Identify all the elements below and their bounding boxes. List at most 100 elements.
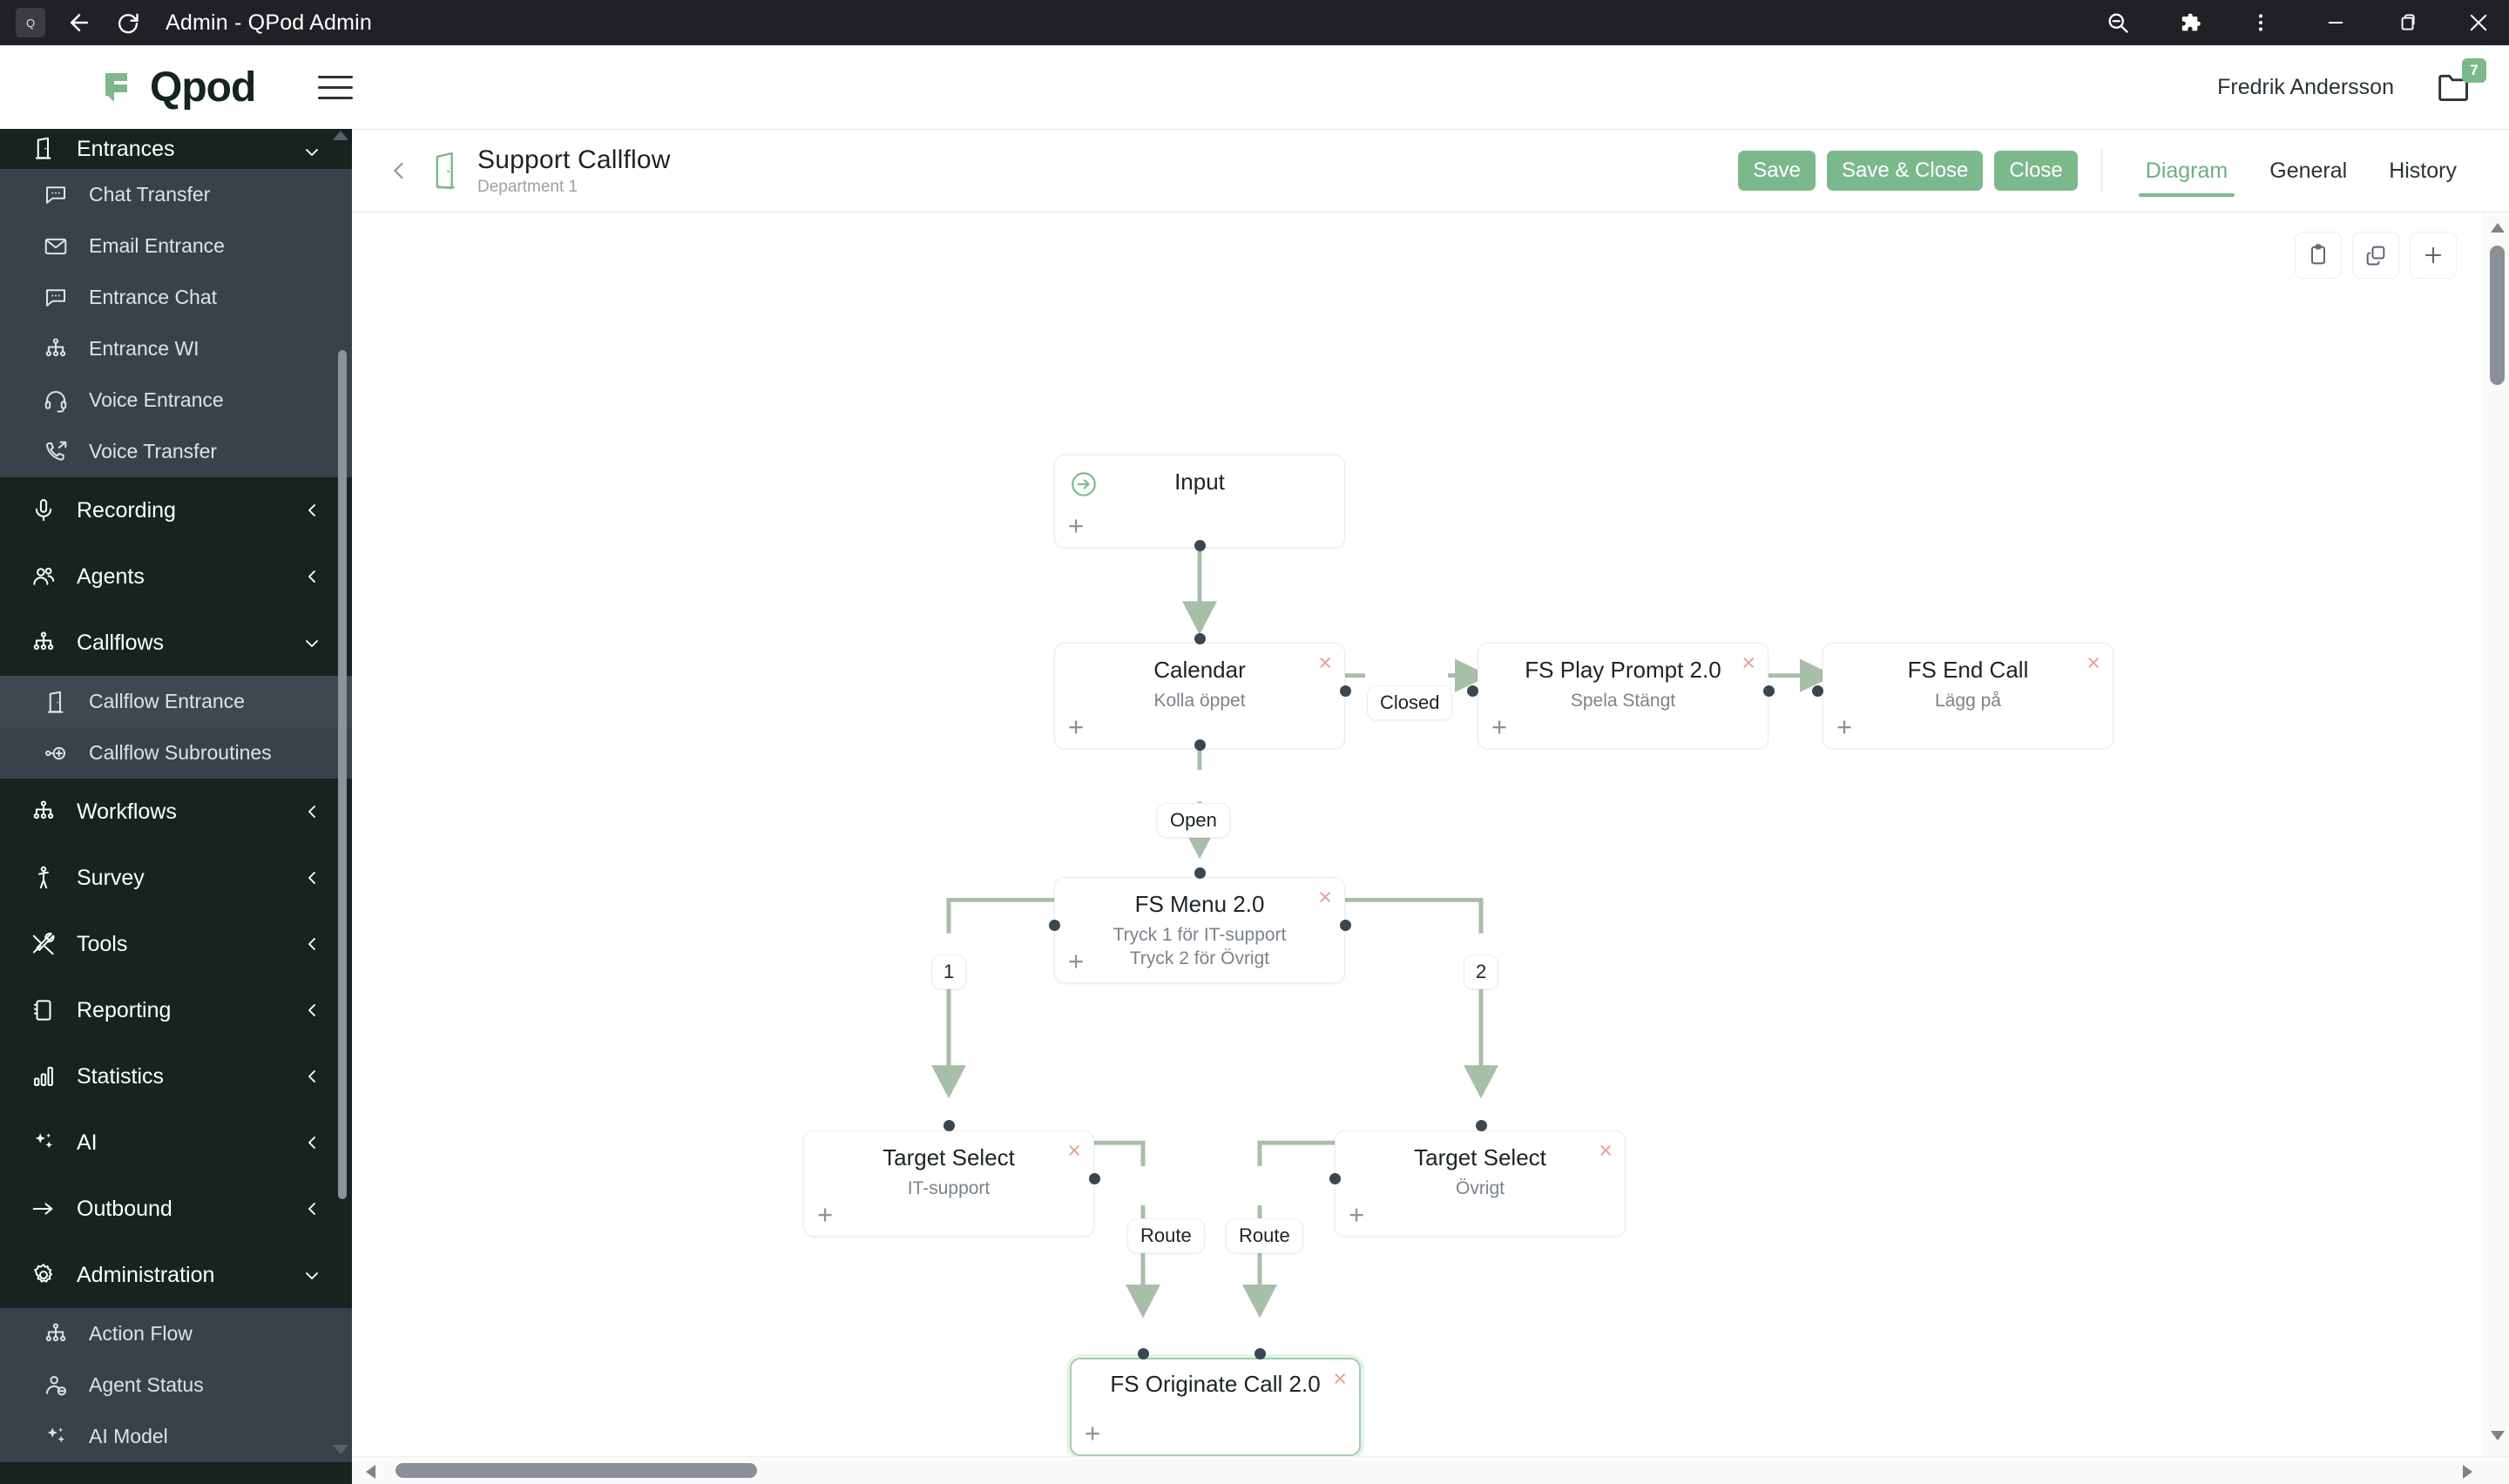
connector-port[interactable] xyxy=(1194,539,1206,551)
connector-port[interactable] xyxy=(1194,632,1206,644)
chevron-left-icon[interactable] xyxy=(301,934,322,954)
chevron-down-icon[interactable] xyxy=(301,1265,322,1285)
sidebar-scroll-up-icon[interactable] xyxy=(333,131,348,140)
flow-node-add-icon[interactable]: + xyxy=(1491,712,1508,742)
connector-port[interactable] xyxy=(943,1119,955,1131)
sidebar-item-statistics[interactable]: Statistics xyxy=(0,1043,352,1110)
sidebar-item-recording[interactable]: Recording xyxy=(0,477,352,543)
canvas-vertical-scrollbar[interactable] xyxy=(2483,212,2509,1484)
zoom-out-icon[interactable] xyxy=(2103,8,2133,37)
close-icon[interactable] xyxy=(2464,8,2493,37)
scroll-up-icon[interactable] xyxy=(2491,223,2505,233)
flow-node-close-icon[interactable]: × xyxy=(1318,650,1332,676)
brand-logo[interactable]: Qpod xyxy=(96,64,256,111)
sidebar-item-administration[interactable]: Administration xyxy=(0,1242,352,1308)
sidebar-item-callflow-entrance[interactable]: Callflow Entrance xyxy=(0,676,352,727)
close-button[interactable]: Close xyxy=(1994,151,2078,191)
flow-node-close-icon[interactable]: × xyxy=(2086,650,2100,676)
connector-port[interactable] xyxy=(1194,867,1206,879)
sidebar-item-agent-status[interactable]: Agent Status xyxy=(0,1359,352,1411)
chevron-left-icon[interactable] xyxy=(301,566,322,587)
flow-node-add-icon[interactable]: + xyxy=(1085,1418,1101,1448)
tab-general[interactable]: General xyxy=(2269,158,2348,183)
sidebar-item-ai[interactable]: AI xyxy=(0,1110,352,1176)
flow-node-add-icon[interactable]: + xyxy=(1068,946,1085,976)
sidebar-item-chat-transfer[interactable]: Chat Transfer xyxy=(0,169,352,220)
edge-label-open[interactable]: Open xyxy=(1157,803,1230,838)
flow-node-close-icon[interactable]: × xyxy=(1318,884,1332,910)
scroll-down-icon[interactable] xyxy=(2491,1431,2505,1440)
sidebar-item-action-flow[interactable]: Action Flow xyxy=(0,1308,352,1359)
edge-label-r1[interactable]: Route xyxy=(1127,1218,1205,1253)
sidebar-item-callflows[interactable]: Callflows xyxy=(0,610,352,676)
sidebar-scrollbar[interactable] xyxy=(338,141,347,1397)
flow-node-close-icon[interactable]: × xyxy=(1599,1137,1613,1164)
reload-icon[interactable] xyxy=(113,8,143,37)
connector-port[interactable] xyxy=(1137,1347,1149,1359)
canvas-vscroll-thumb[interactable] xyxy=(2490,246,2505,385)
edge-label-closed[interactable]: Closed xyxy=(1367,685,1453,720)
sidebar-item-entrances[interactable]: Entrances xyxy=(0,129,352,169)
paste-icon[interactable] xyxy=(2295,232,2342,279)
minimize-icon[interactable] xyxy=(2321,8,2350,37)
scroll-right-icon[interactable] xyxy=(2463,1465,2472,1479)
sidebar-item-email-entrance[interactable]: Email Entrance xyxy=(0,220,352,272)
connector-port[interactable] xyxy=(1254,1347,1266,1359)
chevron-down-icon[interactable] xyxy=(301,141,322,162)
canvas-hscroll-thumb[interactable] xyxy=(396,1463,757,1478)
sidebar-item-ai-model[interactable]: AI Model xyxy=(0,1411,352,1462)
menu-toggle-icon[interactable] xyxy=(318,75,354,99)
connector-port[interactable] xyxy=(1329,1172,1341,1184)
edge-label-r2[interactable]: Route xyxy=(1226,1218,1303,1253)
connector-port[interactable] xyxy=(1339,919,1351,931)
chevron-left-icon[interactable] xyxy=(301,1198,322,1219)
sidebar-item-voice-transfer[interactable]: Voice Transfer xyxy=(0,426,352,477)
connector-port[interactable] xyxy=(1466,685,1478,697)
connector-port[interactable] xyxy=(1811,685,1823,697)
tab-history[interactable]: History xyxy=(2389,158,2457,183)
canvas-horizontal-scrollbar[interactable] xyxy=(352,1456,2509,1484)
copy-icon[interactable] xyxy=(2352,232,2399,279)
flow-node-add-icon[interactable]: + xyxy=(1349,1199,1365,1230)
chevron-left-icon[interactable] xyxy=(301,867,322,888)
chevron-left-icon[interactable] xyxy=(301,801,322,822)
flow-node-add-icon[interactable]: + xyxy=(1836,712,1853,742)
sidebar-item-entrance-chat[interactable]: Entrance Chat xyxy=(0,272,352,323)
connector-port[interactable] xyxy=(1762,685,1775,697)
connector-port[interactable] xyxy=(1194,739,1206,751)
chevron-left-icon[interactable] xyxy=(301,1000,322,1021)
save-button[interactable]: Save xyxy=(1738,151,1816,191)
sidebar-item-callflow-subroutines[interactable]: Callflow Subroutines xyxy=(0,727,352,779)
flow-node-add-icon[interactable]: + xyxy=(1068,510,1085,541)
more-menu-icon[interactable] xyxy=(2246,8,2276,37)
flow-node-close-icon[interactable]: × xyxy=(1333,1366,1347,1392)
sidebar-item-voice-entrance[interactable]: Voice Entrance xyxy=(0,374,352,426)
connector-port[interactable] xyxy=(1048,919,1060,931)
chevron-left-icon[interactable] xyxy=(301,500,322,521)
folder-icon[interactable]: 7 xyxy=(2434,58,2486,105)
scroll-left-icon[interactable] xyxy=(366,1465,375,1479)
sidebar-item-reporting[interactable]: Reporting xyxy=(0,977,352,1043)
flow-node-close-icon[interactable]: × xyxy=(1067,1137,1081,1164)
connector-port[interactable] xyxy=(1339,685,1351,697)
extensions-icon[interactable] xyxy=(2174,8,2204,37)
flow-node-input[interactable]: Input+ xyxy=(1054,455,1345,548)
connector-port[interactable] xyxy=(1088,1172,1100,1184)
tab-diagram[interactable]: Diagram xyxy=(2125,129,2249,212)
chevron-left-icon[interactable] xyxy=(301,1132,322,1153)
sidebar-scroll-thumb[interactable] xyxy=(338,350,347,1199)
sidebar-scroll-down-icon[interactable] xyxy=(333,1445,348,1454)
flow-node-add-icon[interactable]: + xyxy=(1068,712,1085,742)
chevron-left-icon[interactable] xyxy=(301,1066,322,1087)
edge-label-b2[interactable]: 2 xyxy=(1464,954,1499,989)
user-name[interactable]: Fredrik Andersson xyxy=(2217,74,2394,99)
flow-node-add-icon[interactable]: + xyxy=(817,1199,834,1230)
connector-port[interactable] xyxy=(1475,1119,1487,1131)
add-icon[interactable] xyxy=(2410,232,2457,279)
sidebar-item-outbound[interactable]: Outbound xyxy=(0,1176,352,1242)
